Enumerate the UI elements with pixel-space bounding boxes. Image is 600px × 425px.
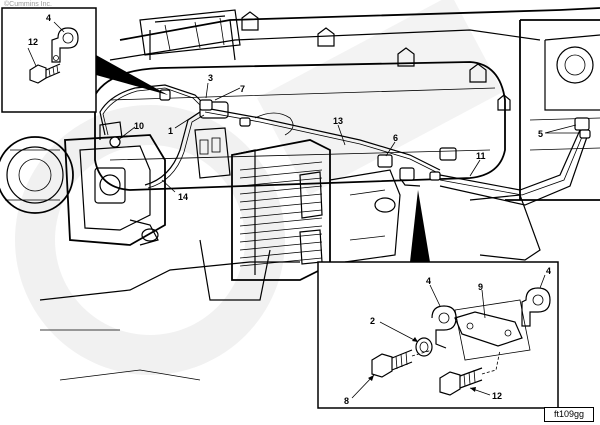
callout-4-inset-top: 4 (46, 13, 51, 23)
callout-5: 5 (538, 129, 543, 139)
callout-2: 2 (370, 316, 375, 326)
callout-13: 13 (333, 116, 343, 126)
callout-12-inset-bottom: 12 (492, 391, 502, 401)
inset-top-left-pointer (96, 55, 168, 95)
engine-block (39, 7, 600, 381)
figure-id-label: ft109gg (544, 407, 594, 422)
inset-top-left (1, 7, 97, 113)
p-clips (109, 89, 591, 181)
callout-7: 7 (240, 84, 245, 94)
callout-8: 8 (344, 396, 349, 406)
callout-12-inset-top: 12 (28, 37, 38, 47)
callout-4-inset-mid: 4 (426, 276, 431, 286)
callout-3: 3 (208, 73, 213, 83)
callout-10: 10 (134, 121, 144, 131)
watermark: ©Cummins Inc. (4, 1, 52, 8)
callout-1: 1 (168, 126, 173, 136)
leader-lines (117, 82, 580, 193)
injector-studs (199, 11, 511, 161)
inset-pointer (410, 190, 430, 262)
callout-9: 9 (478, 282, 483, 292)
fuel-pump-assembly (0, 121, 231, 246)
callout-labels: 4 12 3 7 1 10 13 6 5 11 14 4 9 4 2 8 12 (28, 13, 551, 406)
callout-14: 14 (178, 192, 188, 202)
callout-4-inset-right: 4 (546, 266, 551, 276)
inset-bottom-right (317, 261, 559, 409)
callout-6: 6 (393, 133, 398, 143)
callout-11: 11 (476, 151, 486, 161)
